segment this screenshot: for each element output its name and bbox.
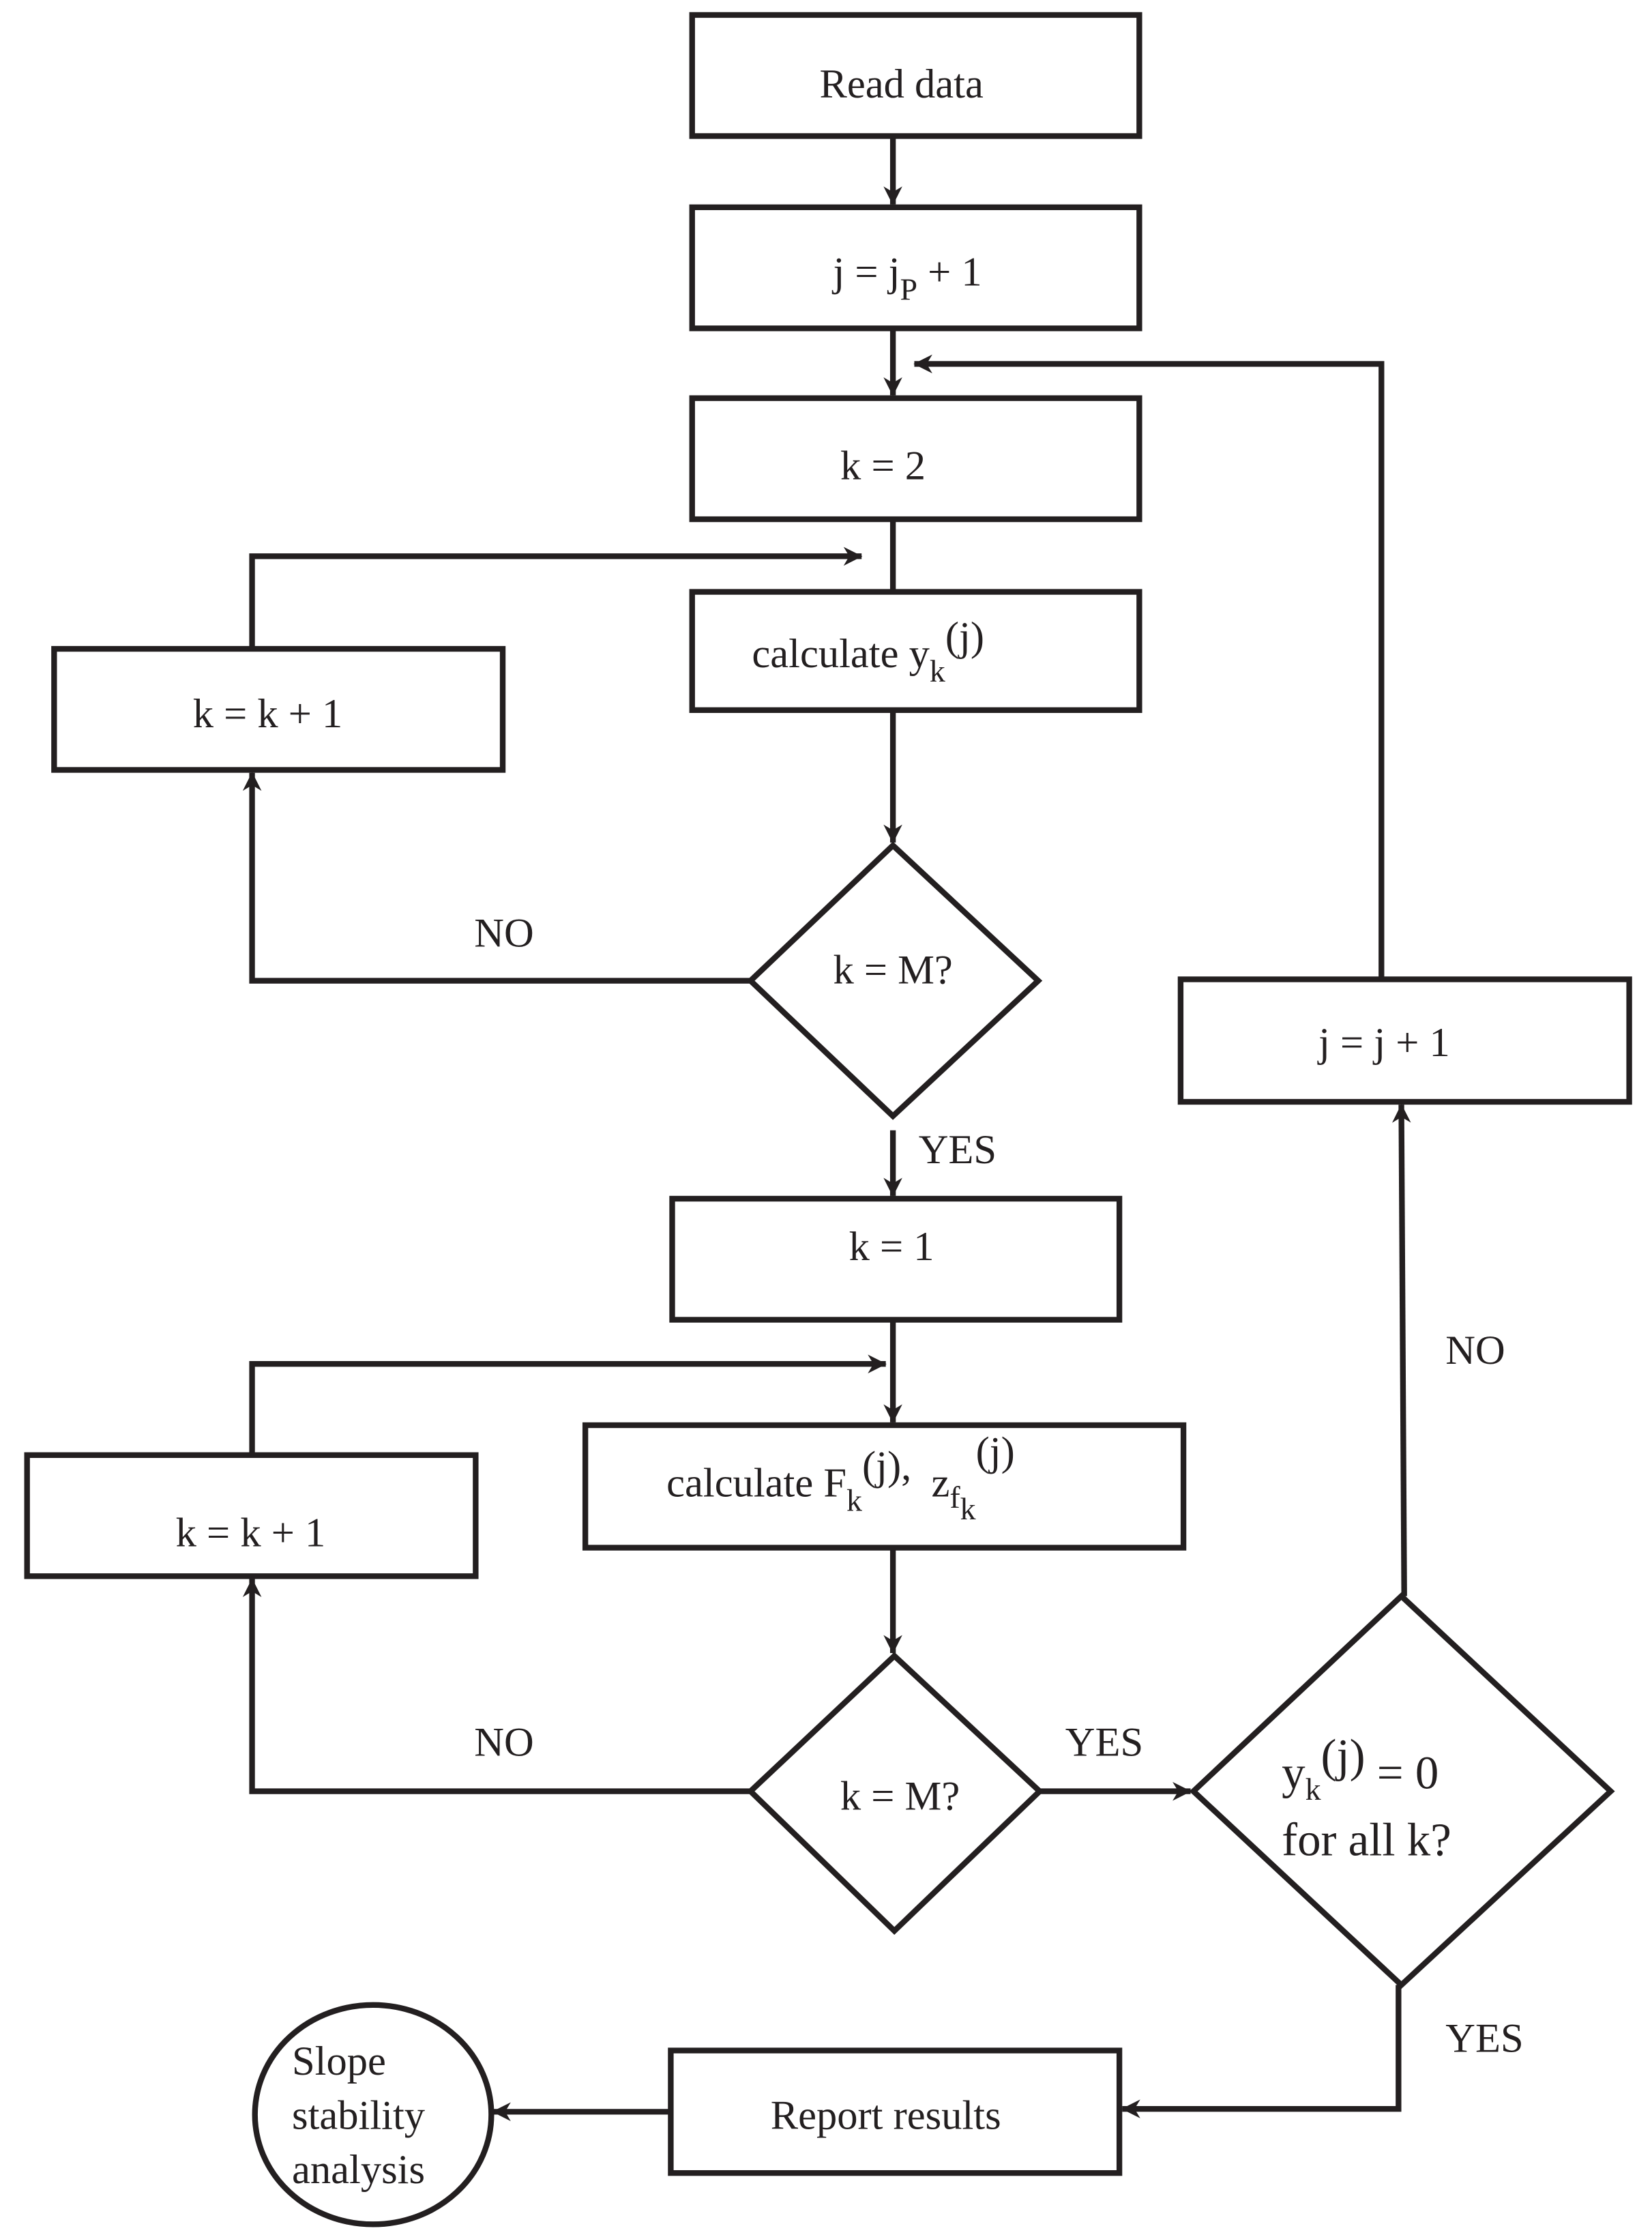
terminal-line3: analysis (292, 2147, 425, 2193)
node-init-j: j = jP + 1 (689, 204, 1142, 332)
arrow-loop-j (913, 354, 1385, 980)
decision2-label: k = M? (840, 1774, 960, 1820)
init-k2-label: k = 2 (840, 443, 926, 489)
node-init-k1: k = 1 (669, 1195, 1123, 1323)
decision1-label: k = M? (833, 948, 952, 993)
arrow-decision3-no (1391, 1104, 1411, 1596)
node-report: Report results (668, 2047, 1123, 2176)
node-read-data: Read data (689, 12, 1142, 139)
inc-j-label: j = j + 1 (1317, 1020, 1450, 1066)
label-yes-1: YES (919, 1127, 997, 1173)
arrow-loop-k-bottom (249, 1354, 887, 1455)
node-decision2: k = M? (746, 1652, 1044, 1935)
label-yes-3: YES (1445, 2016, 1523, 2062)
calc-F-label: calculate Fk(j),zfk(j) (666, 1429, 1015, 1525)
label-no-3: NO (1445, 1328, 1505, 1373)
node-calc-F: calculate Fk(j),zfk(j) (582, 1422, 1187, 1551)
decision3-line2: for all k? (1282, 1814, 1451, 1866)
node-decision1: k = M? (746, 841, 1043, 1120)
report-label: Report results (771, 2092, 1001, 2138)
label-no-1: NO (474, 910, 533, 956)
arrow-decision3-yes (1121, 1985, 1402, 2118)
node-calc-y: calculate yk(j) (689, 589, 1142, 714)
read-data-label: Read data (819, 61, 983, 107)
arrow-decision2-no (242, 1578, 751, 1794)
node-terminal: Slope stability analysis (252, 2002, 495, 2227)
node-decision3: yk(j) = 0 for all k? (1189, 1592, 1615, 1989)
connectors (242, 136, 1411, 2122)
arrow-decision1-no (242, 772, 751, 984)
terminal-line1: Slope (292, 2039, 386, 2084)
node-inc-j: j = j + 1 (1177, 976, 1632, 1105)
calc-y-label: calculate yk(j) (752, 614, 984, 688)
terminal-line2: stability (292, 2092, 426, 2138)
node-init-k2: k = 2 (689, 395, 1142, 523)
node-inc-k-top: k = k + 1 (51, 645, 506, 773)
arrow-loop-k-top (249, 546, 863, 649)
inc-k-bottom-label: k = k + 1 (176, 1510, 326, 1555)
init-j-label: j = jP + 1 (831, 250, 982, 307)
node-inc-k-bottom: k = k + 1 (24, 1452, 479, 1579)
inc-k-top-label: k = k + 1 (193, 691, 343, 737)
init-k1-label: k = 1 (849, 1224, 934, 1270)
label-no-2: NO (474, 1719, 533, 1765)
label-yes-2: YES (1065, 1719, 1143, 1765)
decision3-line1: yk(j) = 0 (1282, 1729, 1439, 1807)
